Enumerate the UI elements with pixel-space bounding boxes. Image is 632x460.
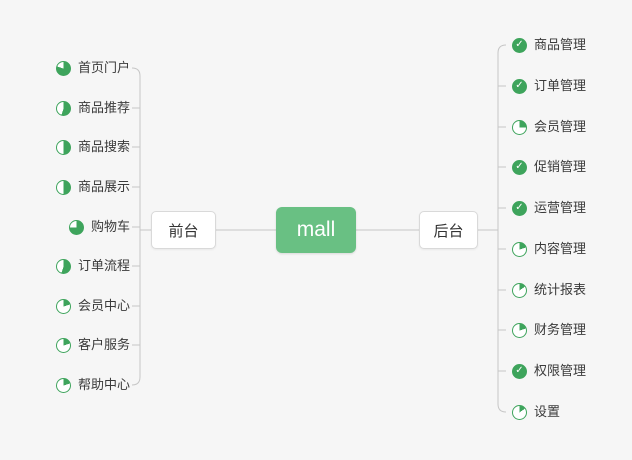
leaf-label: 权限管理 — [534, 363, 587, 378]
leaf-node[interactable]: 订单流程 — [55, 256, 130, 276]
progress-pie-icon — [55, 337, 71, 353]
leaf-label: 设置 — [534, 404, 561, 419]
progress-pie-icon — [55, 179, 71, 195]
leaf-node[interactable]: ✓ 订单管理 — [512, 76, 586, 96]
leaf-node[interactable]: 会员管理 — [512, 117, 586, 137]
leaf-node[interactable]: ✓ 商品管理 — [512, 35, 586, 55]
leaf-label: 会员管理 — [534, 119, 587, 134]
leaf-node[interactable]: 帮助中心 — [55, 375, 130, 395]
root-node-mall[interactable]: mall — [276, 207, 356, 253]
leaf-label: 首页门户 — [77, 60, 130, 75]
leaf-node[interactable]: 商品推荐 — [55, 98, 130, 118]
leaf-node[interactable]: 内容管理 — [512, 239, 586, 259]
progress-pie-icon — [55, 60, 71, 76]
leaf-node[interactable]: 会员中心 — [55, 296, 130, 316]
leaf-node[interactable]: ✓ 权限管理 — [512, 361, 586, 381]
leaf-node[interactable]: 财务管理 — [512, 320, 586, 340]
leaf-label: 促销管理 — [534, 159, 587, 174]
leaf-label: 内容管理 — [534, 241, 587, 256]
leaf-node[interactable]: 首页门户 — [55, 58, 130, 78]
branch-node-backend[interactable]: 后台 — [419, 211, 478, 249]
progress-pie-icon — [55, 298, 71, 314]
task-done-icon: ✓ — [512, 200, 527, 216]
task-done-icon: ✓ — [512, 159, 527, 175]
task-done-icon: ✓ — [512, 37, 527, 53]
task-done-icon: ✓ — [512, 363, 527, 379]
leaf-label: 订单流程 — [77, 258, 130, 273]
leaf-label: 商品管理 — [534, 37, 587, 52]
leaf-label: 商品推荐 — [77, 100, 130, 115]
leaf-label: 商品展示 — [77, 179, 130, 194]
progress-pie-icon — [512, 282, 527, 298]
leaf-label: 商品搜索 — [77, 139, 130, 154]
leaf-node[interactable]: 商品搜索 — [55, 137, 130, 157]
progress-pie-icon — [68, 219, 84, 235]
leaf-label: 客户服务 — [77, 337, 130, 352]
progress-pie-icon — [55, 377, 71, 393]
progress-pie-icon — [512, 241, 527, 257]
leaf-label: 会员中心 — [77, 298, 130, 313]
leaf-label: 订单管理 — [534, 78, 587, 93]
leaf-node[interactable]: ✓ 运营管理 — [512, 198, 586, 218]
leaf-label: 运营管理 — [534, 200, 587, 215]
leaf-node[interactable]: 购物车 — [68, 217, 130, 237]
leaf-node[interactable]: 客户服务 — [55, 335, 130, 355]
progress-pie-icon — [55, 139, 71, 155]
progress-pie-icon — [55, 258, 71, 274]
progress-pie-icon — [55, 100, 71, 116]
progress-pie-icon — [512, 404, 527, 420]
progress-pie-icon — [512, 119, 527, 135]
task-done-icon: ✓ — [512, 78, 527, 94]
leaf-label: 帮助中心 — [77, 377, 130, 392]
leaf-node[interactable]: ✓ 促销管理 — [512, 157, 586, 177]
leaf-node[interactable]: 商品展示 — [55, 177, 130, 197]
leaf-label: 购物车 — [90, 219, 130, 234]
leaf-label: 财务管理 — [534, 322, 587, 337]
progress-pie-icon — [512, 322, 527, 338]
leaf-node[interactable]: 统计报表 — [512, 280, 586, 300]
branch-node-frontend[interactable]: 前台 — [151, 211, 216, 249]
leaf-label: 统计报表 — [534, 282, 587, 297]
leaf-node[interactable]: 设置 — [512, 402, 560, 422]
